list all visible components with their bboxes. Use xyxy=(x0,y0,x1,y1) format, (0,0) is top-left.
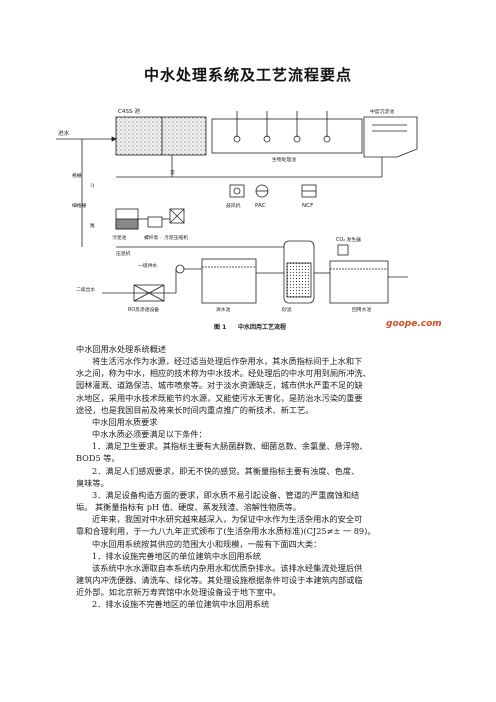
figure-caption-text: 中水回用工艺流程 xyxy=(238,323,286,331)
co2-label: CO₂ 发生器 xyxy=(336,236,361,243)
paragraph-line: 中水水质必须要满足以下条件： xyxy=(92,429,207,440)
ncf-unit xyxy=(301,184,317,198)
paragraph-line: 近年来，我国对中水研究越来越深入，为保证中水作为生活杂用水的安全可 xyxy=(92,514,363,525)
blower-label: 鼓风机 xyxy=(226,202,241,209)
co2-generator xyxy=(337,244,349,256)
figure-caption-number: 图 1 xyxy=(214,323,226,331)
watermark: goope.com xyxy=(386,319,442,329)
body-text: 中水回用水处理系统概述将生活污水作为水源，经过适当处理后作杂用水，其水质指标间于… xyxy=(76,343,424,610)
paragraph-line: 水之间，称为中水，相应的技术称为中水技术。经处理后的中水可用到厕所冲洗、 xyxy=(76,368,371,379)
paragraph-line: 垢。 其衡量指标有 pH 值、硬度、蒸发残渣、溶解性物质等。 xyxy=(76,502,301,513)
flow-label: 流 xyxy=(170,169,175,176)
paragraph-line: 中水回用系统按其供应的范围大小和规模，一般有下面四大类： xyxy=(92,538,322,549)
blower-unit xyxy=(229,184,245,198)
process-flow-diagram: C4SS 池 生物处理池 中度沉淀池 进水 格栅 细格栅 流 xyxy=(52,97,452,337)
paragraph-line: 途径，也是我国目前及将来长时间内重点推广的新技术、新工艺。 xyxy=(76,404,314,415)
aeration-label: 生物处理池 xyxy=(272,156,296,163)
first-level-pump xyxy=(175,264,185,274)
sludge-pool xyxy=(115,208,139,230)
settling-tank-label: 中度沉淀池 xyxy=(370,108,394,115)
sludge-press-label: 污泥压缩机 xyxy=(164,234,188,241)
sand-filter-label: 砂滤 xyxy=(282,306,292,313)
sand-filter xyxy=(283,240,315,304)
paragraph-line: 园林灌溉、道路保洁、城市喷泉等。对于淡水资源缺乏，城市供水严重不足的缺 xyxy=(76,380,363,391)
clear-pool-label: 清水池 xyxy=(216,306,231,313)
paragraph-line: 将生活污水作为水源，经过适当处理后作杂用水，其水质指标间于上水和下 xyxy=(92,356,363,367)
paragraph-line: 该系统中水水源取自本系统内杂用水和优质杂排水。该排水经集流处理后供 xyxy=(92,562,363,573)
pac-label: PAC xyxy=(255,203,266,209)
reuse-water-pool xyxy=(329,260,389,304)
sludge-press xyxy=(169,208,185,224)
page-title: 中水处理系统及工艺流程要点 xyxy=(143,66,352,84)
screw-pump xyxy=(147,216,163,228)
pac-unit xyxy=(255,184,269,198)
settling-tank xyxy=(363,116,418,158)
screw-pump-label: 螺杆泵 xyxy=(144,234,159,241)
paragraph-line: 2．满足人们感观要求，即无不快的感觉。其衡量指标主要有浊度、色度、 xyxy=(92,465,360,476)
fine-grid-label: 细格栅 xyxy=(72,202,87,209)
clear-water-pool xyxy=(201,258,257,304)
paragraph-line: 臭味等。 xyxy=(76,477,109,488)
paragraph-line: 中水回用水质要求 xyxy=(92,416,158,427)
ro-label: RO反渗透设备 xyxy=(128,306,159,313)
paragraph-line: 靠和合理利用，于一九八九年正式颁布了(生活杂用水水质标准)(CJ25≠± 一 8… xyxy=(76,526,376,537)
secondary-out-label: 二级出水 xyxy=(76,286,95,293)
paragraph-line: 1．满足卫生要求。其指标主要有大肠菌群数、细菌总数、余氯量、悬浮物、 xyxy=(92,441,368,452)
paragraph-line: 建筑内冲洗便器、清洗车、绿化等。其处理设施根据条件可设于本建筑内部或临 xyxy=(76,574,363,585)
grid-label: 格栅 xyxy=(72,172,82,179)
tail-label: 尾 xyxy=(90,223,95,229)
paragraph-line: BOD5 等。 xyxy=(76,453,120,464)
paragraph-line: 3．满足设备构造方面的要求，即水质不易引起设备、管道的严重腐蚀和结 xyxy=(92,489,360,500)
paragraph-line: 水地区，采用中水技术既能节约水源，又能使污水无害化，是防治水污染的重要 xyxy=(76,392,363,403)
inflow-label: 进水 xyxy=(58,129,70,137)
paragraph-line: 近外部。如北京新万寿宾馆中水处理设备设于地下室中。 xyxy=(76,587,281,598)
tank-label: 斗 xyxy=(90,183,95,189)
paragraph-line: 1．排水设施完善地区的单位建筑中水回用系统 xyxy=(92,550,261,561)
cass-tank xyxy=(115,116,207,156)
paragraph-line: 2．排水设施不完善地区的单位建筑中水回用系统 xyxy=(92,599,270,610)
first-pump-label: 一级供水 xyxy=(138,262,157,269)
sludge-out-label: 压泥机 xyxy=(116,250,131,257)
cass-label: C4SS 池 xyxy=(118,107,140,115)
reuse-pool-label: 回用水池 xyxy=(352,306,371,313)
aeration-tank xyxy=(211,111,363,154)
sludge-pool-label: 污泥池 xyxy=(112,234,127,241)
ro-equipment xyxy=(133,284,165,302)
ncf-label: NCF xyxy=(302,203,313,209)
paragraph-line: 中水回用水处理系统概述 xyxy=(76,344,167,354)
